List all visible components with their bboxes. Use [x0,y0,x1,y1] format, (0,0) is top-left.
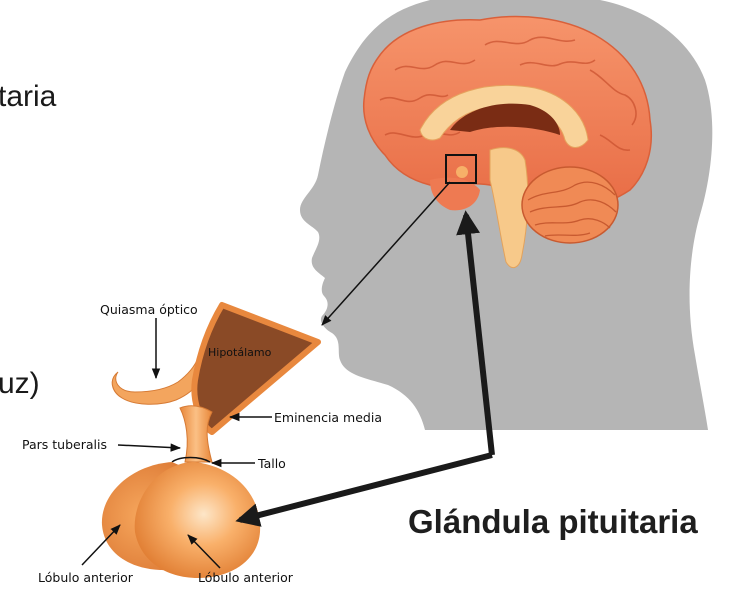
pars-arrow [118,445,180,448]
fragment-text-top: taria [0,80,56,114]
label-lobulo-anterior-right: Lóbulo anterior [198,570,293,585]
fragment-text-mid: uz) [0,367,40,401]
pituitary-stalk [180,406,212,462]
label-hipotalamo: Hipotálamo [208,346,271,359]
title-glandula-pituitaria: Glándula pituitaria [408,503,698,541]
label-eminencia-media: Eminencia media [274,410,382,425]
label-tallo: Tallo [258,456,286,471]
label-quiasma-optico: Quiasma óptico [100,302,198,317]
optic-chiasm-shape [112,358,205,404]
label-pars-tuberalis: Pars tuberalis [22,437,107,452]
label-lobulo-anterior-left: Lóbulo anterior [38,570,133,585]
pituitary-dot [456,166,468,178]
